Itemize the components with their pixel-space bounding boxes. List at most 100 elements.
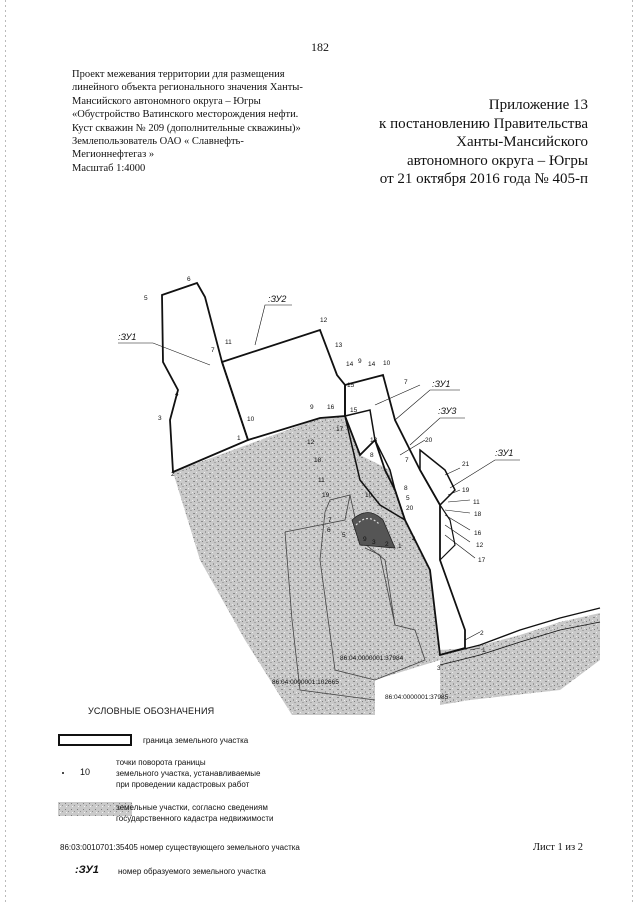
legend-existing-code: 86:03:0010701:35405	[60, 843, 138, 852]
cadastral-number: 86:04:0000001:102665	[272, 679, 339, 686]
point-label: 18	[474, 511, 482, 518]
cadastral-number: 86:04:0000001:37985	[385, 694, 449, 701]
point-label: 11	[473, 499, 480, 506]
well-pad-feature	[351, 512, 396, 549]
parcel-zu3	[344, 409, 407, 522]
point-label: 2	[480, 630, 484, 637]
project-line: линейного объекта регионального значения…	[72, 82, 303, 94]
page-number: 182	[311, 40, 329, 54]
cadastral-parcel-area	[173, 416, 440, 715]
appendix-line: от 21 октября 2016 года № 405-п	[379, 171, 588, 187]
scan-edge-right	[632, 0, 633, 905]
appendix-line: Приложение 13	[488, 97, 588, 113]
parcel-zu1-west	[161, 281, 250, 474]
point-label: 17	[478, 557, 486, 564]
legend-points-line: земельного участка, устанавливаемые	[116, 769, 261, 778]
legend-cadastre-swatch	[58, 802, 132, 816]
point-label: 2	[385, 541, 389, 548]
point-label: 10	[383, 360, 391, 367]
point-label: 16	[474, 530, 482, 537]
legend-point-sample: 10	[80, 767, 91, 777]
leader-line	[444, 509, 471, 514]
point-label: 5	[144, 295, 148, 302]
legend-cadastre-line: государственного кадастра недвижимости	[116, 814, 274, 823]
point-label: 11	[318, 477, 325, 484]
legend-boundary-swatch	[58, 734, 132, 746]
parcel-label: :ЗУ2	[268, 294, 286, 304]
point-label: 10	[247, 416, 255, 423]
parcel-boundary-east	[439, 504, 456, 561]
point-label: 5	[406, 495, 410, 502]
point-label: 7	[405, 457, 409, 464]
project-line: Мегионнефтегаз »	[72, 149, 155, 161]
legend-cadastre-text: земельные участки, согласно сведениям го…	[116, 802, 273, 824]
parcel-label: :ЗУ1	[495, 448, 513, 458]
point-label: 12	[476, 542, 484, 549]
legend-points-line: точки поворота границы	[116, 758, 206, 767]
cadastral-map: :ЗУ1 :ЗУ2 :ЗУ1 :ЗУ3 :ЗУ1 86:04:0000001:3…	[118, 276, 601, 715]
legend-title: УСЛОВНЫЕ ОБОЗНАЧЕНИЯ	[88, 706, 215, 716]
point-label: 9	[310, 404, 314, 411]
parcel-label: :ЗУ3	[438, 406, 456, 416]
appendix-line: Ханты-Мансийского	[456, 134, 588, 150]
leader-line	[394, 389, 460, 421]
point-label: 13	[370, 437, 378, 444]
point-label: 2	[171, 471, 175, 478]
point-label: 12	[307, 439, 315, 446]
point-label: 14	[346, 361, 354, 368]
appendix-heading: Приложение 13 к постановлению Правительс…	[268, 96, 588, 189]
project-description: Проект межевания территории для размещен…	[72, 68, 322, 175]
cadastral-parcel-outline	[364, 547, 396, 626]
leader-line	[447, 499, 471, 503]
leader-line	[254, 304, 292, 346]
legend-boundary-text: граница земельного участка	[143, 736, 249, 745]
point-label: 7	[211, 347, 215, 354]
point-label: 13	[335, 342, 343, 349]
point-label: 6	[187, 276, 191, 283]
legend-new-text: номер образуемого земельного участка	[118, 867, 266, 876]
point-label: 16	[327, 404, 335, 411]
point-label: 17	[336, 426, 344, 433]
project-line: «Обустройство Ватинского месторождения н…	[72, 109, 299, 121]
point-label: 3	[372, 539, 376, 546]
legend-point-dot	[62, 772, 64, 774]
point-label: 3	[158, 415, 162, 422]
appendix-line: автономного округа – Югры	[406, 152, 588, 169]
cadastral-parcel-outline	[284, 531, 376, 701]
point-label: 19	[322, 492, 330, 499]
appendix-line: к постановлению Правительства	[379, 115, 588, 132]
leader-line	[399, 439, 426, 456]
cadastral-parcel-area-east	[440, 613, 600, 705]
point-label: 3	[437, 665, 441, 672]
leader-line	[444, 524, 471, 543]
point-label: 15	[347, 382, 355, 389]
legend-cadastre-line: земельные участки, согласно сведениям	[116, 803, 268, 812]
point-label: 10	[365, 492, 373, 499]
parcel-label: :ЗУ1	[118, 332, 136, 342]
point-label: 9	[363, 536, 367, 543]
point-label: 1	[398, 543, 402, 550]
leader-line	[449, 459, 520, 489]
point-label: 19	[462, 487, 470, 494]
point-label: 5	[342, 532, 346, 539]
legend-existing-text: номер существующего земельного участка	[140, 843, 300, 852]
project-line: Мансийского автономного округа – Югры	[72, 95, 261, 107]
point-label: 8	[404, 485, 408, 492]
point-label: 7	[404, 379, 408, 386]
project-line: Проект межевания территории для размещен…	[72, 69, 285, 80]
point-label: 1	[237, 435, 241, 442]
point-label: 4	[175, 391, 179, 398]
legend-existing-row: 86:03:0010701:35405 номер существующего …	[60, 842, 300, 853]
point-label: 18	[314, 457, 322, 464]
point-label: 14	[368, 361, 376, 368]
parcel-zu1-east	[419, 448, 456, 507]
point-label: 21	[462, 461, 470, 468]
leader-line	[444, 467, 461, 476]
point-label: 4	[412, 536, 416, 543]
leader-line	[464, 631, 481, 641]
point-label: 9	[358, 358, 362, 365]
point-label: 6	[327, 527, 331, 534]
point-label: 8	[370, 452, 374, 459]
cadastral-parcel-outline	[284, 494, 351, 533]
project-scale: Масштаб 1:4000	[72, 162, 146, 174]
